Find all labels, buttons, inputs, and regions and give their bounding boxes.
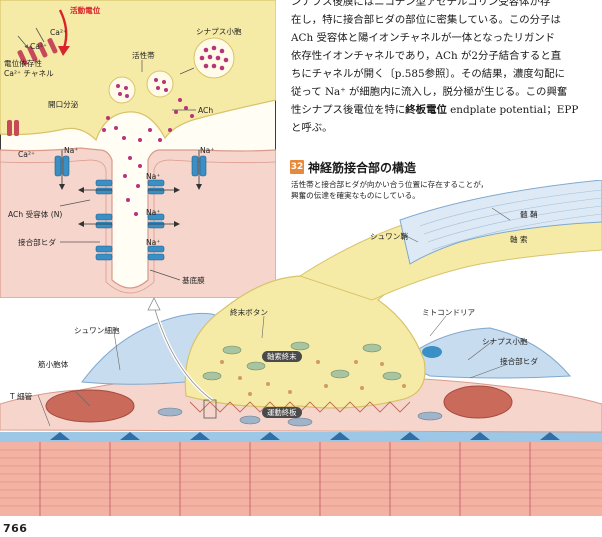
synaptic-vesicle-main-label: シナプス小胞 [482, 337, 528, 346]
na-label-3: Na⁺ [146, 172, 161, 181]
na-label-1: Na⁺ [64, 146, 79, 155]
axon-label: 軸 索 [510, 235, 528, 244]
voltage-gated-ca-channel-icon [17, 38, 58, 66]
releasing-vesicles-icon [102, 70, 194, 216]
body-text-line-3: ACh 受容体と陽イオンチャネルが一体となったリガンド [291, 32, 556, 44]
junctional-fold-main-label: 接合部ヒダ [500, 357, 538, 366]
action-potential-arrow [58, 9, 68, 49]
ca-label-2: Ca²⁺ [30, 42, 48, 51]
vgcc-label-line2: Ca²⁺ チャネル [4, 69, 54, 78]
schwann-sheath-label: シュワン鞘 [370, 232, 408, 241]
inset-illustration [0, 0, 276, 298]
section-number-badge: 32 [290, 160, 304, 174]
action-potential-label: 活動電位 [70, 6, 101, 15]
muscle-fiber [0, 442, 602, 516]
body-text-line-8: と呼ぶ。 [291, 122, 333, 134]
axon-terminal-label: 軸索終末 [262, 351, 302, 362]
na-label-2: Na⁺ [200, 146, 215, 155]
active-zone-label: 活性帯 [132, 51, 155, 60]
body-text-line-5: ちにチャネルが開く〔p.585参照〕。その結果，濃度勾配に [291, 68, 565, 80]
exocytosis-label: 開口分泌 [48, 100, 79, 109]
sarcoplasmic-reticulum-label: 筋小胞体 [38, 360, 69, 369]
ca-label-1: Ca²⁺ [50, 28, 68, 37]
main-illustration [0, 180, 602, 516]
terminal-button-label: 終末ボタン [230, 308, 268, 317]
na-label-5: Na⁺ [146, 238, 161, 247]
body-text-line-1: ンナプス後膜にはニコチン型アセチルコリン受容体が存 [291, 0, 551, 8]
basement-membrane-label: 基底膜 [182, 276, 205, 285]
na-label-4: Na⁺ [146, 208, 161, 217]
mitochondria-icon [202, 341, 402, 381]
junctional-fold-label-inset: 接合部ヒダ [18, 238, 56, 247]
synaptic-vesicle-label: シナプス小胞 [196, 27, 242, 36]
ach-receptor-label: ACh 受容体 (N) [8, 210, 63, 219]
page-number: 766 [3, 522, 28, 535]
ca-label-3: Ca²⁺ [18, 150, 36, 159]
body-text-line-4: 依存性イオンチャネルであり，ACh が2分子結合すると直 [291, 50, 562, 62]
section-caption-line-2: 興奮の伝達を確実なものにしている。 [291, 191, 420, 200]
ach-receptor-icon [54, 155, 207, 261]
vesicle-cluster-icon [193, 37, 235, 79]
vgcc-label-line1: 電位依存性 [4, 59, 42, 68]
section-title: 神経筋接合部の構造 [308, 161, 417, 175]
inset-diagram: 活動電位 Ca²⁺ Ca²⁺ 電位依存性 Ca²⁺ チャネル シナプス小胞 活性… [0, 0, 276, 298]
schwann-cell-label: シュワン細胞 [74, 326, 120, 335]
endplate-potential-term: 終板電位 [405, 104, 447, 116]
ach-label: ACh [198, 106, 214, 115]
section-caption-line-1: 活性帯と接合部ヒダが向かい合う位置に存在することが， [291, 180, 488, 189]
t-tubule-label: T 細管 [10, 392, 33, 401]
muscle-nucleus-right [443, 385, 513, 419]
myelin-label: 髄 鞘 [520, 210, 538, 219]
schwann-cell-right [399, 327, 572, 379]
body-text-line-7: 性シナプス後電位を特に終板電位 endplate potential；EPP [291, 104, 579, 116]
body-text-line-6: 従って Na⁺ が細胞内に流入し，脱分極が生じる。この興奮 [291, 86, 568, 98]
endplate-label: 運動終板 [262, 407, 302, 418]
mitochondria-label: ミトコンドリア [422, 308, 476, 317]
body-text-line-2: 在し，特に接合部ヒダの部位に密集している。この分子は [291, 14, 561, 26]
